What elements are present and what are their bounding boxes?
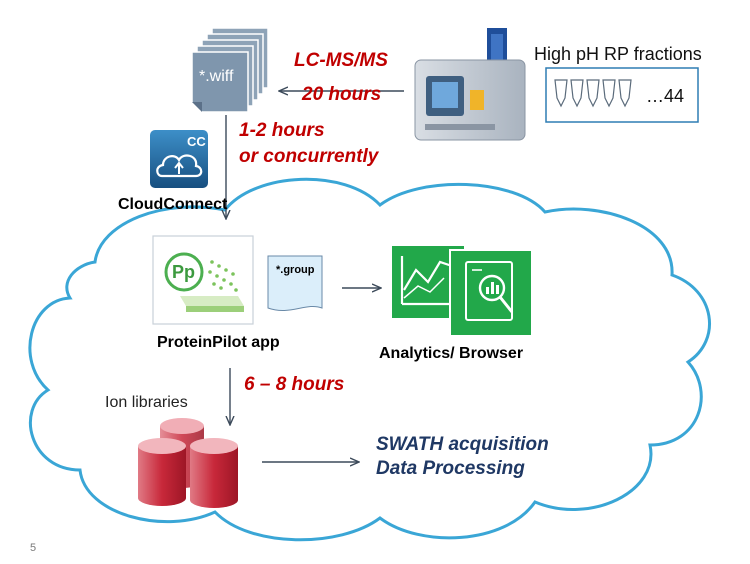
swath-processing-label: Data Processing	[376, 458, 525, 479]
slide-number: 5	[30, 542, 37, 554]
analytics-browser-label: Analytics/ Browser	[379, 345, 524, 362]
fractions-count: …44	[646, 86, 685, 106]
swath-acquisition-label: SWATH acquisition	[376, 434, 549, 455]
wiff-file-stack-icon	[191, 27, 269, 113]
fractions-title: High pH RP fractions	[534, 44, 702, 64]
cloudconnect-label: CloudConnect	[118, 196, 228, 213]
proteinpilot-app-label: ProteinPilot app	[157, 334, 280, 351]
upload-time-line2: or concurrently	[239, 146, 379, 167]
group-file-label: *.group	[276, 264, 315, 276]
lcms-duration: 20 hours	[302, 84, 382, 105]
cloudconnect-badge: CC	[187, 134, 206, 149]
upload-time-line1: 1-2 hours	[239, 120, 325, 141]
proteinpilot-logo-text: Pp	[172, 262, 196, 282]
ion-library-cylinders-icon	[138, 418, 238, 508]
sample-tubes-icon	[554, 79, 632, 108]
ion-libraries-label: Ion libraries	[105, 394, 188, 411]
wiff-file-label: *.wiff	[199, 68, 234, 85]
mass-spectrometer-icon	[414, 28, 526, 141]
browser-icon	[449, 249, 533, 337]
library-build-time: 6 – 8 hours	[244, 374, 345, 395]
cloudconnect-icon	[150, 130, 208, 188]
group-file-icon	[267, 255, 323, 312]
cloud-shape	[28, 177, 712, 542]
lcms-title: LC-MS/MS	[294, 50, 388, 71]
proteinpilot-app-icon	[152, 235, 254, 325]
fractions-box	[545, 67, 699, 123]
